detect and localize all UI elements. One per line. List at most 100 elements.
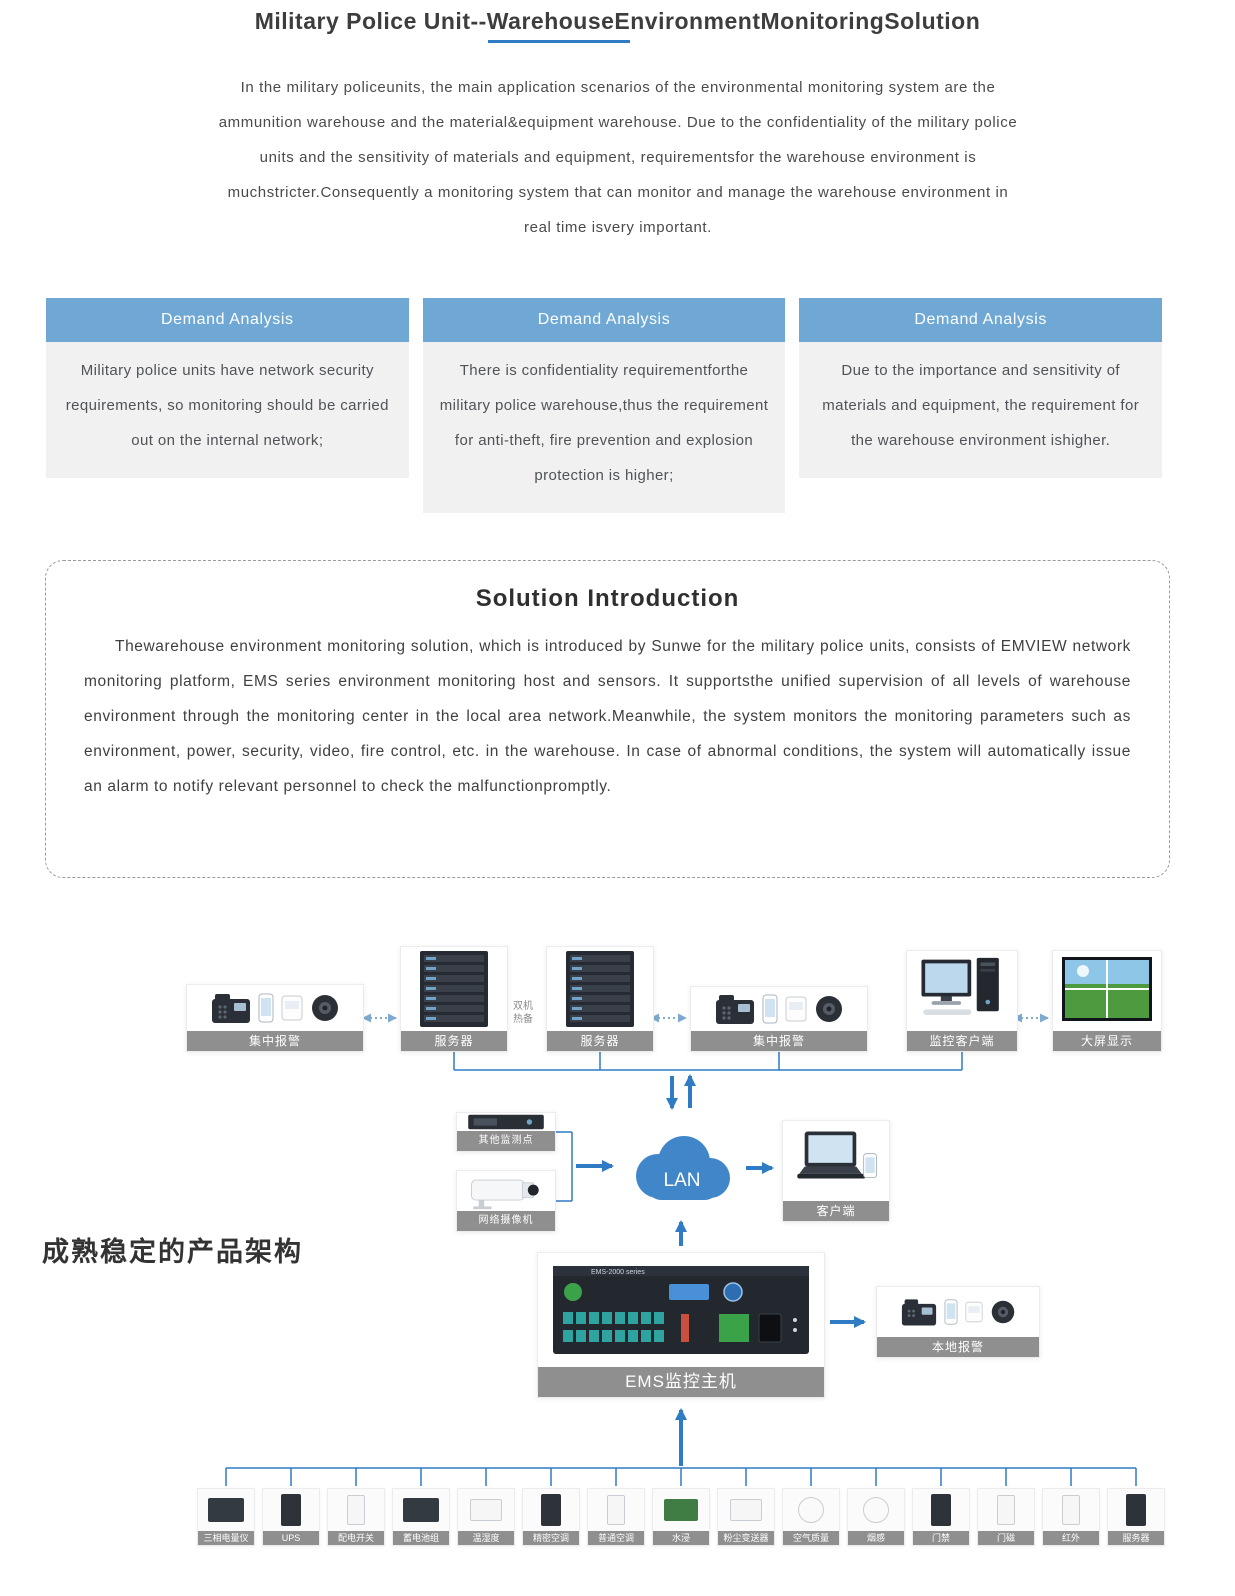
node-label: 服务器 bbox=[401, 1031, 507, 1051]
node-label: 客户端 bbox=[783, 1201, 889, 1221]
node-network-camera: 网络摄像机 bbox=[456, 1170, 556, 1232]
node-label: 监控客户端 bbox=[907, 1031, 1017, 1051]
dust-sensor-icon bbox=[718, 1489, 774, 1531]
speaker-icon bbox=[991, 1300, 1014, 1324]
temp-humidity-icon bbox=[458, 1489, 514, 1531]
sensor-item: 三相电量仪 bbox=[197, 1488, 255, 1546]
pager-icon bbox=[281, 995, 302, 1021]
battery-icon bbox=[393, 1489, 449, 1531]
sensor-label: 普通空调 bbox=[588, 1531, 644, 1545]
power-meter-icon bbox=[198, 1489, 254, 1531]
breaker-icon bbox=[328, 1489, 384, 1531]
sensor-label: 门磁 bbox=[978, 1531, 1034, 1545]
sensor-item: 服务器 bbox=[1107, 1488, 1165, 1546]
demand-card: Demand Analysis Military police units ha… bbox=[46, 298, 409, 513]
ems-model-label: EMS-2000 series bbox=[591, 1269, 645, 1276]
access-control-icon bbox=[913, 1489, 969, 1531]
node-other-monitoring-points: 其他监测点 bbox=[456, 1112, 556, 1152]
sensor-item: 门禁 bbox=[912, 1488, 970, 1546]
desk-phone-icon bbox=[901, 1299, 936, 1326]
node-local-alarm: 本地报警 bbox=[876, 1286, 1040, 1358]
architecture-diagram: 成熟稳定的产品架构 bbox=[0, 930, 1235, 1596]
node-label: 集中报警 bbox=[691, 1031, 867, 1051]
laptop-icon bbox=[797, 1131, 877, 1179]
video-wall-image bbox=[1053, 951, 1161, 1031]
demand-card-body: Military police units have network secur… bbox=[46, 342, 409, 478]
server-rack-icon bbox=[566, 951, 634, 1027]
demand-card-header: Demand Analysis bbox=[422, 298, 786, 342]
air-quality-icon bbox=[783, 1489, 839, 1531]
sensor-item: 温湿度 bbox=[457, 1488, 515, 1546]
server-image bbox=[401, 947, 507, 1031]
node-label: 服务器 bbox=[547, 1031, 653, 1051]
client-devices-image bbox=[783, 1121, 889, 1201]
page-title: Military Police Unit--WarehouseEnvironme… bbox=[254, 8, 981, 34]
demand-card: Demand Analysis Due to the importance an… bbox=[799, 298, 1163, 513]
sensor-label: 水浸 bbox=[653, 1531, 709, 1545]
sensor-item: 烟感 bbox=[847, 1488, 905, 1546]
sensor-item: 空气质量 bbox=[782, 1488, 840, 1546]
server-image bbox=[547, 947, 653, 1031]
sensor-label: 三相电量仪 bbox=[198, 1531, 254, 1545]
sensor-label: 服务器 bbox=[1108, 1531, 1164, 1545]
desk-phone-icon bbox=[211, 994, 250, 1023]
node-label: 大屏显示 bbox=[1053, 1031, 1161, 1051]
sensor-item: 水浸 bbox=[652, 1488, 710, 1546]
sensor-label: 烟感 bbox=[848, 1531, 904, 1545]
demand-analysis-row: Demand Analysis Military police units ha… bbox=[46, 298, 1163, 513]
sensor-item: UPS bbox=[262, 1488, 320, 1546]
lan-cloud: LAN bbox=[620, 1126, 740, 1214]
lan-label: LAN bbox=[664, 1170, 701, 1191]
demand-card-header: Demand Analysis bbox=[799, 298, 1163, 342]
pager-icon bbox=[785, 996, 806, 1022]
alarm-device-icons bbox=[187, 985, 363, 1031]
sensor-label: 门禁 bbox=[913, 1531, 969, 1545]
sensor-label: 空气质量 bbox=[783, 1531, 839, 1545]
solution-body: Thewarehouse environment monitoring solu… bbox=[84, 638, 1131, 795]
node-server-1: 服务器 bbox=[400, 946, 508, 1052]
ac-icon bbox=[588, 1489, 644, 1531]
speaker-icon bbox=[311, 995, 338, 1021]
node-label: 集中报警 bbox=[187, 1031, 363, 1051]
speaker-icon bbox=[815, 996, 842, 1022]
demand-card: Demand Analysis There is confidentiality… bbox=[422, 298, 786, 513]
sensor-item: 红外 bbox=[1042, 1488, 1100, 1546]
desktop-computer-icon bbox=[921, 957, 999, 1015]
dual-hot-standby-label: 双机热备 bbox=[513, 1001, 533, 1025]
sensor-label: UPS bbox=[263, 1531, 319, 1545]
sensor-item: 门磁 bbox=[977, 1488, 1035, 1546]
rack-unit-image bbox=[457, 1113, 555, 1131]
smartphone-icon bbox=[944, 1299, 957, 1325]
demand-card-body: Due to the importance and sensitivity of… bbox=[799, 342, 1163, 478]
door-sensor-icon bbox=[978, 1489, 1034, 1531]
node-monitor-client: 监控客户端 bbox=[906, 950, 1018, 1052]
demand-card-body: There is confidentiality requirementfort… bbox=[422, 342, 786, 513]
architecture-section-label: 成熟稳定的产品架构 bbox=[42, 1237, 303, 1267]
ems-device-icon: EMS-2000 series bbox=[553, 1266, 809, 1354]
smartphone-icon bbox=[258, 993, 273, 1023]
solution-introduction-box: Solution Introduction Thewarehouse envir… bbox=[45, 560, 1170, 878]
title-underline bbox=[488, 40, 630, 43]
alarm-device-icons bbox=[691, 987, 867, 1031]
sensor-item: 精密空调 bbox=[522, 1488, 580, 1546]
smoke-detector-icon bbox=[848, 1489, 904, 1531]
pager-icon bbox=[964, 1301, 983, 1323]
node-big-screen: 大屏显示 bbox=[1052, 950, 1162, 1052]
sensor-label: 蓄电池组 bbox=[393, 1531, 449, 1545]
connector-lines bbox=[225, 1013, 1137, 1486]
demand-card-header: Demand Analysis bbox=[46, 298, 409, 342]
sensor-label: 红外 bbox=[1043, 1531, 1099, 1545]
ems-device-image: EMS-2000 series bbox=[538, 1253, 824, 1367]
precision-ac-icon bbox=[523, 1489, 579, 1531]
sensor-label: 配电开关 bbox=[328, 1531, 384, 1545]
server-icon bbox=[1108, 1489, 1164, 1531]
camera-image bbox=[457, 1171, 555, 1211]
sensor-label: 精密空调 bbox=[523, 1531, 579, 1545]
smartphone-icon bbox=[762, 994, 777, 1024]
ups-icon bbox=[263, 1489, 319, 1531]
workstation-image bbox=[907, 951, 1017, 1031]
water-leak-icon bbox=[653, 1489, 709, 1531]
solution-title: Solution Introduction bbox=[475, 585, 740, 612]
node-label: 其他监测点 bbox=[457, 1131, 555, 1151]
